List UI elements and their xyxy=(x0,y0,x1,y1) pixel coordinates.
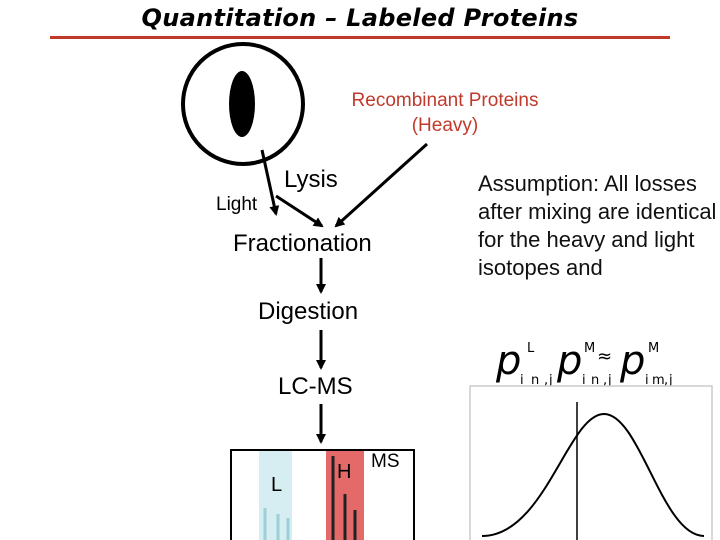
svg-text:,: , xyxy=(544,373,548,388)
ratio-equation: p L i n , j p M i n , j ≈ p M i m , j xyxy=(495,338,673,388)
svg-text:i: i xyxy=(582,373,586,388)
svg-text:j: j xyxy=(548,373,553,388)
ms-label: MS xyxy=(371,451,400,472)
svg-text:p: p xyxy=(619,338,645,384)
svg-text:,: , xyxy=(603,373,607,388)
fractionation-label: Fractionation xyxy=(233,230,372,257)
svg-text:m: m xyxy=(652,373,665,388)
svg-text:n: n xyxy=(591,373,599,388)
slide-title: Quantitation – Labeled Proteins xyxy=(141,4,579,32)
gaussian-curve xyxy=(481,412,705,537)
svg-text:j: j xyxy=(607,373,612,388)
heavy-peak-label: H xyxy=(337,461,352,483)
light-label: Light xyxy=(216,194,258,215)
cell-nucleus xyxy=(229,71,255,137)
svg-text:M: M xyxy=(648,341,659,356)
svg-text:p: p xyxy=(556,338,582,384)
svg-text:M: M xyxy=(584,341,595,356)
svg-text:j: j xyxy=(668,373,673,388)
svg-text:i: i xyxy=(520,373,524,388)
lysis-label: Lysis xyxy=(284,166,338,193)
title-underline xyxy=(50,36,670,39)
svg-text:n: n xyxy=(531,373,539,388)
recombinant-label: Recombinant Proteins (Heavy) xyxy=(351,90,539,136)
svg-text:≈: ≈ xyxy=(597,346,612,367)
digestion-label: Digestion xyxy=(258,298,359,325)
svg-text:p: p xyxy=(495,338,521,384)
lcms-label: LC-MS xyxy=(278,373,353,400)
light-peak-label: L xyxy=(271,474,283,496)
svg-text:,: , xyxy=(664,373,668,388)
svg-text:L: L xyxy=(527,341,535,356)
distribution-panel xyxy=(469,385,713,540)
arrow-cell-to-lysis xyxy=(260,149,280,216)
arrow-heavy-to-fractionation xyxy=(334,142,429,228)
assumption-text: Assumption: All losses after mixing are … xyxy=(478,171,717,280)
arrow-light-to-fractionation xyxy=(275,194,324,228)
svg-text:i: i xyxy=(645,373,649,388)
